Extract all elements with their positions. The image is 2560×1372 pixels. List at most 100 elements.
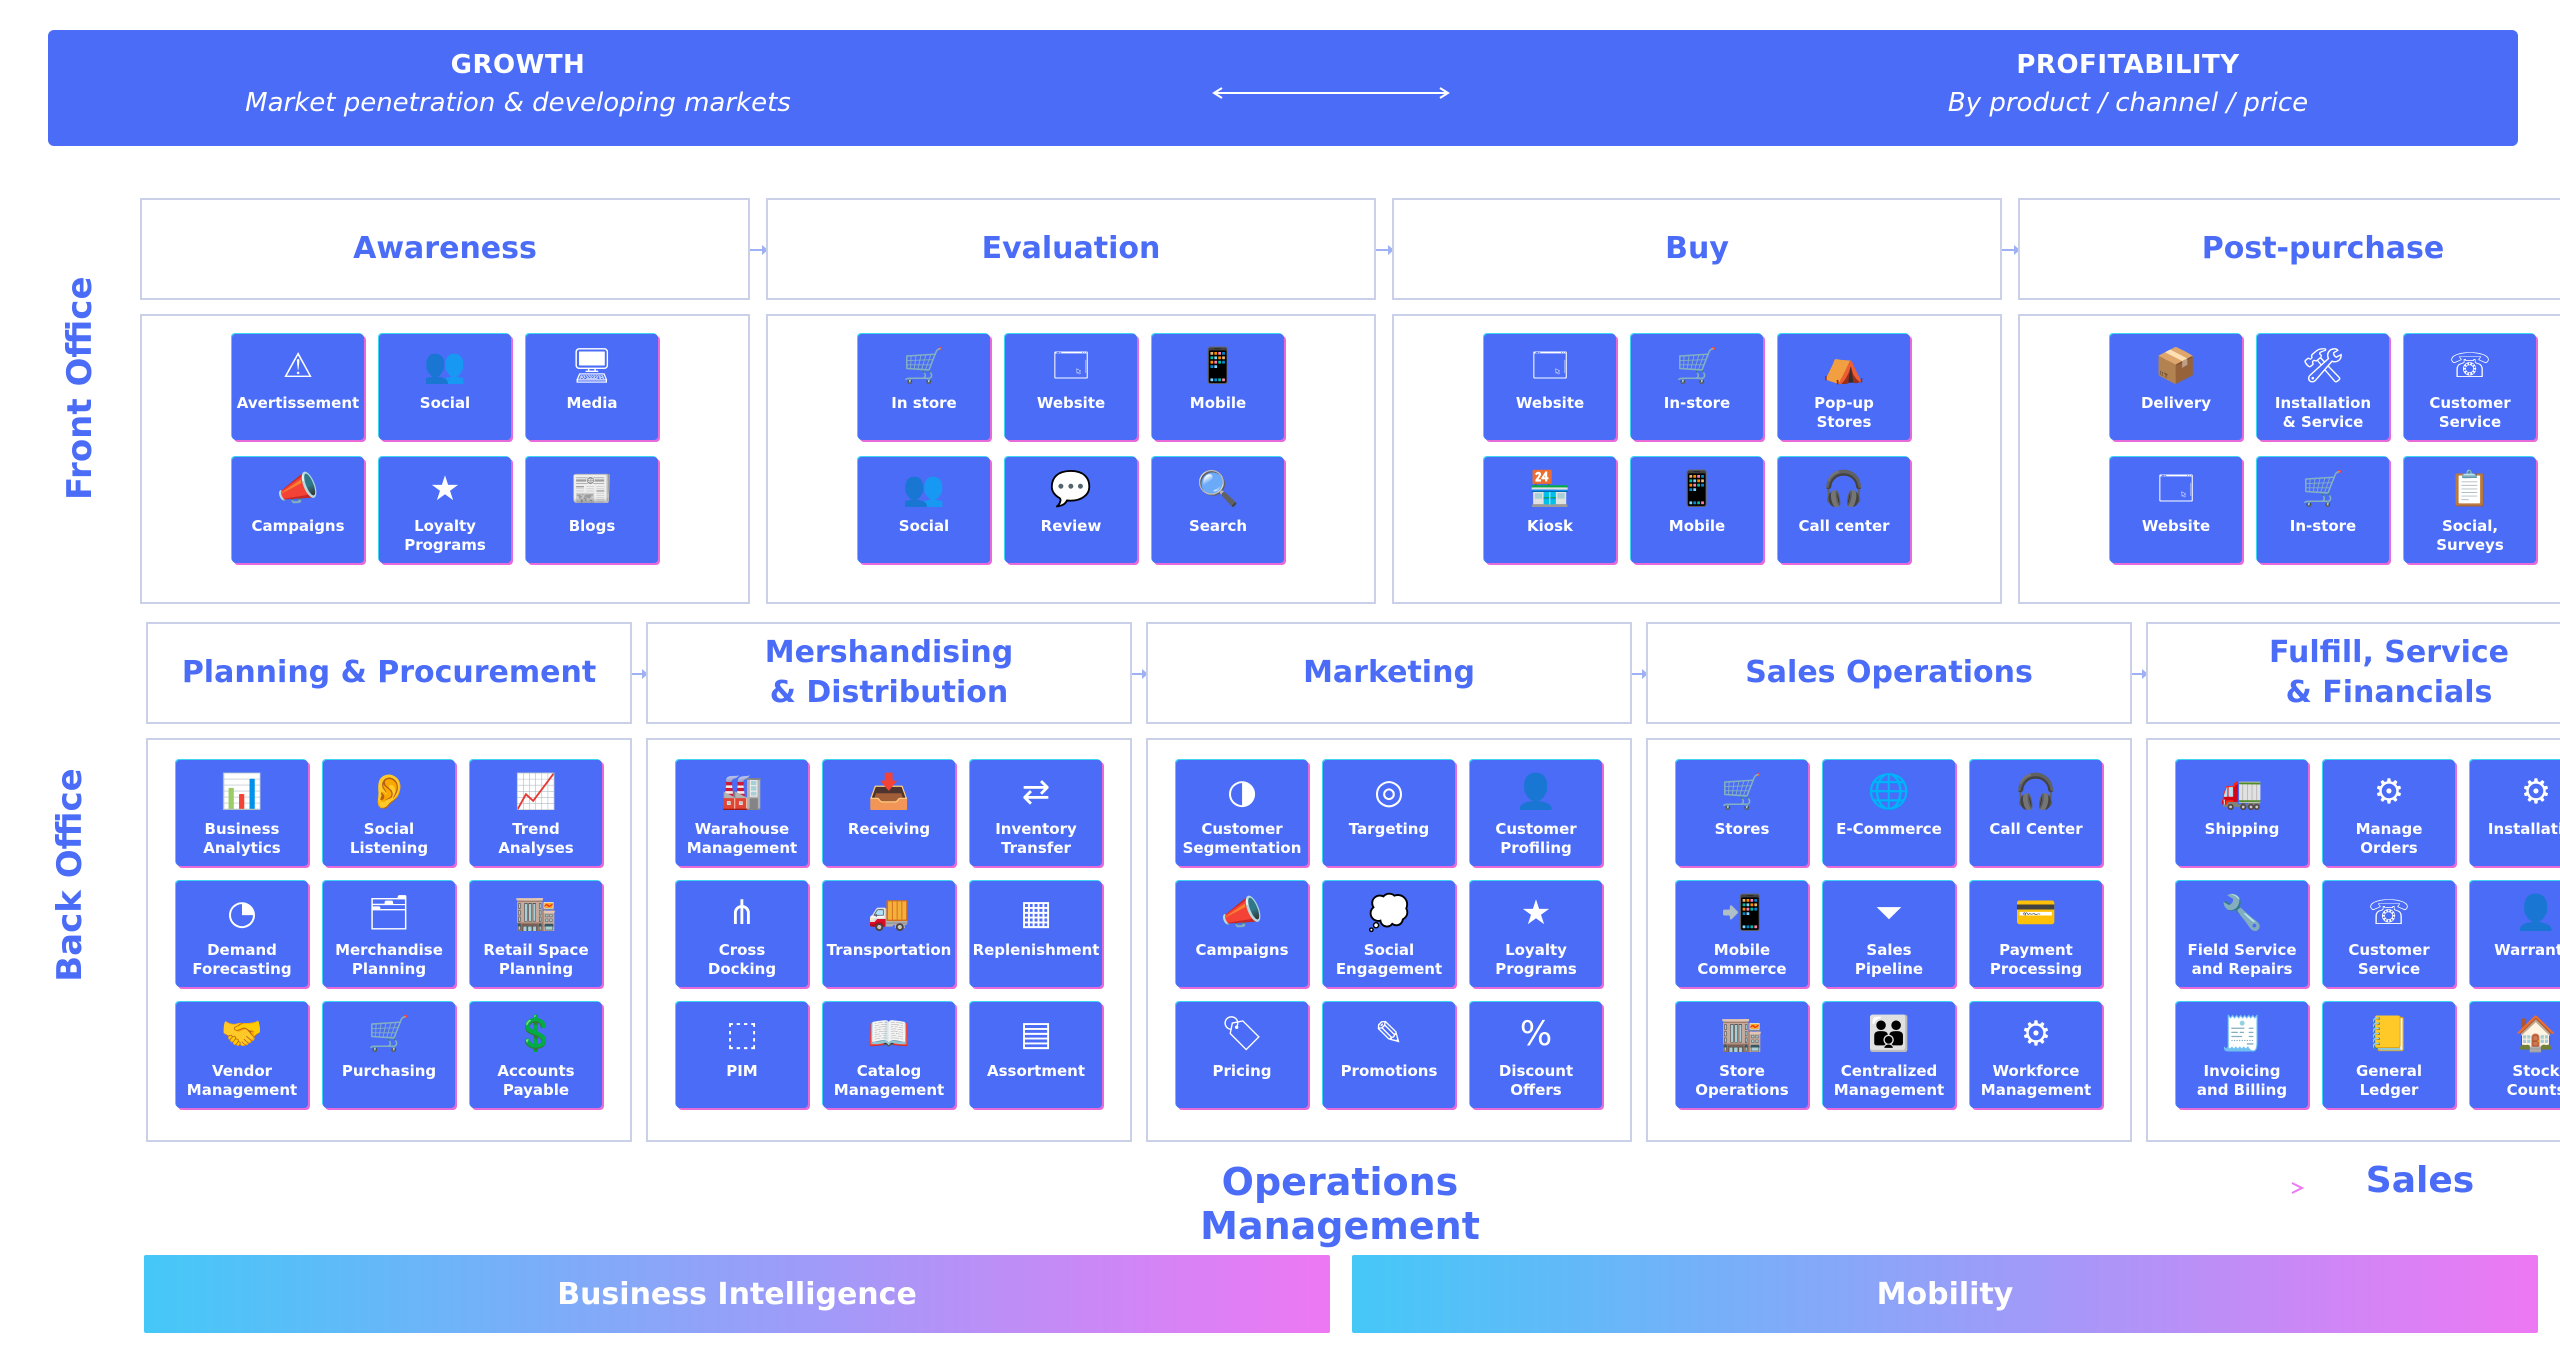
tile-social[interactable]: 👥Social [858, 457, 990, 563]
tile-retail-space-planning[interactable]: 🏬Retail Space Planning [470, 881, 602, 987]
tile-campaigns[interactable]: 📣Campaigns [232, 457, 364, 563]
tile-website[interactable]: 🗔Website [1484, 334, 1616, 440]
tile-general-ledger[interactable]: 📒General Ledger [2323, 1002, 2455, 1108]
tile-receiving[interactable]: 📥Receiving [823, 760, 955, 866]
tile-targeting[interactable]: ◎Targeting [1323, 760, 1455, 866]
tile-shipping[interactable]: 🚛Shipping [2176, 760, 2308, 866]
tile-business-analytics[interactable]: 📊Business Analytics [176, 760, 308, 866]
tile-review[interactable]: 💬Review [1005, 457, 1137, 563]
tile-social-surveys[interactable]: 📋Social, Surveys [2404, 457, 2536, 563]
tile-store-operations[interactable]: 🏬Store Operations [1676, 1002, 1808, 1108]
team-icon: 👪 [1867, 1014, 1911, 1054]
tile-avertissement[interactable]: ⚠Avertissement [232, 334, 364, 440]
tile-field-service-and-repairs[interactable]: 🔧Field Service and Repairs [2176, 881, 2308, 987]
tile-e-commerce[interactable]: 🌐E-Commerce [1823, 760, 1955, 866]
tile-trend-analyses[interactable]: 📈Trend Analyses [470, 760, 602, 866]
tile-assortment[interactable]: ▤Assortment [970, 1002, 1102, 1108]
stage-header-buy[interactable]: Buy [1392, 198, 2002, 300]
tile-delivery[interactable]: 📦Delivery [2110, 334, 2242, 440]
tile-pop-up-stores[interactable]: ⛺Pop-up Stores [1778, 334, 1910, 440]
tile-discount-offers[interactable]: %Discount Offers [1470, 1002, 1602, 1108]
tile-pricing[interactable]: 🏷Pricing [1176, 1002, 1308, 1108]
tile-blogs[interactable]: 📰Blogs [526, 457, 658, 563]
tile-mobile[interactable]: 📱Mobile [1152, 334, 1284, 440]
tile-call-center[interactable]: 🎧Call center [1778, 457, 1910, 563]
gear-people-icon: ⚙ [2020, 1014, 2052, 1054]
tile-website[interactable]: 🗔Website [1005, 334, 1137, 440]
promotion-icon: ✎ [1374, 1014, 1404, 1054]
tile-mobile[interactable]: 📱Mobile [1631, 457, 1763, 563]
tile-loyalty-programs[interactable]: ★Loyalty Programs [379, 457, 511, 563]
tile-website[interactable]: 🗔Website [2110, 457, 2242, 563]
tile-label: Receiving [847, 820, 931, 838]
stage-header-post-purchase[interactable]: Post-purchase [2018, 198, 2560, 300]
stage-header-fulfill-service-financials[interactable]: Fulfill, Service & Financials [2146, 622, 2560, 724]
tile-social-listening[interactable]: 👂Social Listening [323, 760, 455, 866]
tile-transportation[interactable]: 🚚Transportation [823, 881, 955, 987]
headset-icon: 🎧 [1822, 469, 1866, 509]
tile-in-store[interactable]: 🛒In-store [1631, 334, 1763, 440]
tile-installation[interactable]: ⚙Installation [2470, 760, 2560, 866]
tile-social-engagement[interactable]: 💭Social Engagement [1323, 881, 1455, 987]
tile-stores[interactable]: 🛒Stores [1676, 760, 1808, 866]
tile-vendor-management[interactable]: 🤝Vendor Management [176, 1002, 308, 1108]
tile-catalog-management[interactable]: 📖Catalog Management [823, 1002, 955, 1108]
tile-customer-profiling[interactable]: 👤Customer Profiling [1470, 760, 1602, 866]
tile-workforce-management[interactable]: ⚙Workforce Management [1970, 1002, 2102, 1108]
tile-purchasing[interactable]: 🛒Purchasing [323, 1002, 455, 1108]
stage-connector [1632, 669, 1648, 679]
tile-customer-service[interactable]: ☏Customer Service [2404, 334, 2536, 440]
payment-icon: 💳 [2014, 893, 2058, 933]
tile-in-store[interactable]: 🛒In store [858, 334, 990, 440]
tile-demand-forecasting[interactable]: ◔Demand Forecasting [176, 881, 308, 987]
stage-header-sales-operations[interactable]: Sales Operations [1646, 622, 2132, 724]
cart-icon: 🛒 [1720, 772, 1764, 812]
tile-campaigns[interactable]: 📣Campaigns [1176, 881, 1308, 987]
tile-social[interactable]: 👥Social [379, 334, 511, 440]
target-icon: ◎ [1374, 772, 1404, 812]
survey-icon: 📋 [2448, 469, 2492, 509]
headset-icon: 🎧 [2014, 772, 2058, 812]
tile-mobile-commerce[interactable]: 📲Mobile Commerce [1676, 881, 1808, 987]
tile-media[interactable]: 🖥Media [526, 334, 658, 440]
stage-header-planning-procurement[interactable]: Planning & Procurement [146, 622, 632, 724]
tile-pim[interactable]: ⬚PIM [676, 1002, 808, 1108]
stage-connector [1132, 669, 1148, 679]
business-intelligence-bar[interactable]: Business Intelligence [144, 1255, 1330, 1333]
tile-search[interactable]: 🔍Search [1152, 457, 1284, 563]
tile-invoicing-and-billing[interactable]: 🧾Invoicing and Billing [2176, 1002, 2308, 1108]
tile-promotions[interactable]: ✎Promotions [1323, 1002, 1455, 1108]
tile-in-store[interactable]: 🛒In-store [2257, 457, 2389, 563]
objectives-banner: GROWTH Market penetration & developing m… [48, 30, 2518, 146]
mobility-bar[interactable]: Mobility [1352, 1255, 2538, 1333]
tile-replenishment[interactable]: ▦Replenishment [970, 881, 1102, 987]
tile-call-center[interactable]: 🎧Call Center [1970, 760, 2102, 866]
tile-label: Customer Service [2429, 394, 2511, 431]
stage-header-evaluation[interactable]: Evaluation [766, 198, 1376, 300]
tile-cross-docking[interactable]: ⋔Cross Docking [676, 881, 808, 987]
tile-installation-service[interactable]: 🛠Installation & Service [2257, 334, 2389, 440]
profitability-title: PROFITABILITY [2016, 50, 2240, 80]
tile-sales-pipeline[interactable]: ⏷Sales Pipeline [1823, 881, 1955, 987]
tile-warrantly[interactable]: 👤Warrantly [2470, 881, 2560, 987]
stage-header-awareness[interactable]: Awareness [140, 198, 750, 300]
tile-centralized-management[interactable]: 👪Centralized Management [1823, 1002, 1955, 1108]
cube-icon: ⬚ [725, 1014, 759, 1054]
tile-kiosk[interactable]: 🏪Kiosk [1484, 457, 1616, 563]
tile-inventory-transfer[interactable]: ⇄Inventory Transfer [970, 760, 1102, 866]
tile-customer-service[interactable]: ☏Customer Service [2323, 881, 2455, 987]
tile-payment-processing[interactable]: 💳Payment Processing [1970, 881, 2102, 987]
back-office-label: Back Office [50, 768, 90, 982]
stage-header-marketing[interactable]: Marketing [1146, 622, 1632, 724]
tile-warahouse-management[interactable]: 🏭Warahouse Management [676, 760, 808, 866]
tile-accounts-payable[interactable]: 💲Accounts Payable [470, 1002, 602, 1108]
tile-customer-segmentation[interactable]: ◑Customer Segmentation [1176, 760, 1308, 866]
profitability-subtitle: By product / channel / price [1947, 88, 2309, 118]
stage-title: Evaluation [981, 231, 1161, 266]
tile-merchandise-planning[interactable]: 🗂Merchandise Planning [323, 881, 455, 987]
tile-label: Social Engagement [1335, 941, 1443, 978]
tile-loyalty-programs[interactable]: ★Loyalty Programs [1470, 881, 1602, 987]
stage-header-mershandising-distribution[interactable]: Mershandising & Distribution [646, 622, 1132, 724]
tile-manage-orders[interactable]: ⚙Manage Orders [2323, 760, 2455, 866]
tile-stock-counts[interactable]: 🏠Stock Counts [2470, 1002, 2560, 1108]
